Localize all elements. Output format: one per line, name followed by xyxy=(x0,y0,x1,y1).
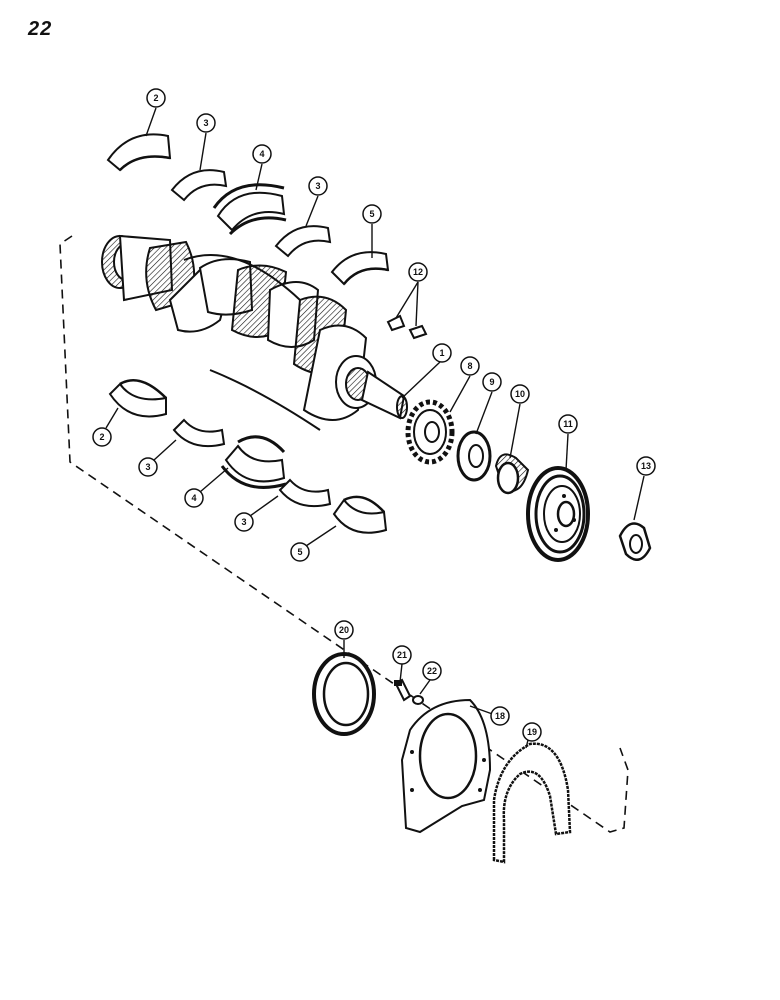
svg-text:21: 21 xyxy=(397,650,407,660)
svg-text:20: 20 xyxy=(339,625,349,635)
svg-text:22: 22 xyxy=(427,666,437,676)
callout-c7: 1 xyxy=(432,343,452,363)
bearing-shell-upper-3a xyxy=(170,169,228,202)
seal-retainer-plate-18 xyxy=(400,698,492,834)
callout-c16: 3 xyxy=(234,512,254,532)
callout-c4: 3 xyxy=(308,176,328,196)
callout-c22: 19 xyxy=(522,722,542,742)
callout-c18: 20 xyxy=(334,620,354,640)
bearing-shell-upper-3b xyxy=(274,225,332,258)
callout-c13: 2 xyxy=(92,427,112,447)
callout-c1: 2 xyxy=(146,88,166,108)
callout-c2: 3 xyxy=(196,113,216,133)
svg-text:3: 3 xyxy=(315,181,320,191)
svg-text:9: 9 xyxy=(489,377,494,387)
leader-lines xyxy=(105,107,645,749)
callout-c17: 5 xyxy=(290,542,310,562)
thrust-bearing-upper-4 xyxy=(212,183,287,236)
svg-text:11: 11 xyxy=(563,419,573,429)
crankshaft-gear-8 xyxy=(405,399,455,465)
bearing-shell-upper-2 xyxy=(106,133,172,172)
crankshaft-1 xyxy=(101,234,408,431)
bearing-shell-lower-5 xyxy=(332,495,388,534)
svg-text:13: 13 xyxy=(641,461,651,471)
bearing-shell-lower-3a xyxy=(172,418,226,448)
thrust-bearing-lower-4 xyxy=(220,435,287,489)
page-number: 22 xyxy=(28,18,53,40)
rear-oil-seal-20 xyxy=(312,652,376,736)
svg-text:5: 5 xyxy=(297,547,302,557)
svg-text:4: 4 xyxy=(191,493,196,503)
callout-c15: 4 xyxy=(184,488,204,508)
svg-text:1: 1 xyxy=(439,348,444,358)
bearing-shell-lower-3b xyxy=(278,478,332,508)
svg-text:3: 3 xyxy=(145,462,150,472)
svg-text:2: 2 xyxy=(153,93,158,103)
gasket-19 xyxy=(492,742,572,864)
pulley-nut-13 xyxy=(618,522,652,561)
callout-c5: 5 xyxy=(362,204,382,224)
crankshaft-pulley-11 xyxy=(526,466,590,562)
callout-c12: 13 xyxy=(636,456,656,476)
callout-c14: 3 xyxy=(138,457,158,477)
group-boundary-dashed xyxy=(59,235,629,833)
callout-c21: 18 xyxy=(490,706,510,726)
callout-c6: 12 xyxy=(408,262,428,282)
spacer-10 xyxy=(494,453,530,495)
oil-slinger-9 xyxy=(456,430,492,482)
bolt-21 xyxy=(394,678,412,702)
callout-c19: 21 xyxy=(392,645,412,665)
svg-text:12: 12 xyxy=(413,267,423,277)
svg-text:18: 18 xyxy=(495,711,505,721)
svg-text:4: 4 xyxy=(259,149,264,159)
bearing-shell-upper-5 xyxy=(330,251,390,286)
svg-text:5: 5 xyxy=(369,209,374,219)
callout-c9: 9 xyxy=(482,372,502,392)
callout-c11: 11 xyxy=(558,414,578,434)
svg-text:8: 8 xyxy=(467,361,472,371)
callout-c3: 4 xyxy=(252,144,272,164)
callout-c20: 22 xyxy=(422,661,442,681)
callout-c10: 10 xyxy=(510,384,530,404)
svg-text:19: 19 xyxy=(527,727,537,737)
svg-text:2: 2 xyxy=(99,432,104,442)
svg-text:10: 10 xyxy=(515,389,525,399)
callout-c8: 8 xyxy=(460,356,480,376)
svg-text:3: 3 xyxy=(241,517,246,527)
keys-12 xyxy=(386,314,428,340)
svg-text:3: 3 xyxy=(203,118,208,128)
bearing-shell-lower-2 xyxy=(108,379,167,418)
washer-22 xyxy=(412,695,424,705)
